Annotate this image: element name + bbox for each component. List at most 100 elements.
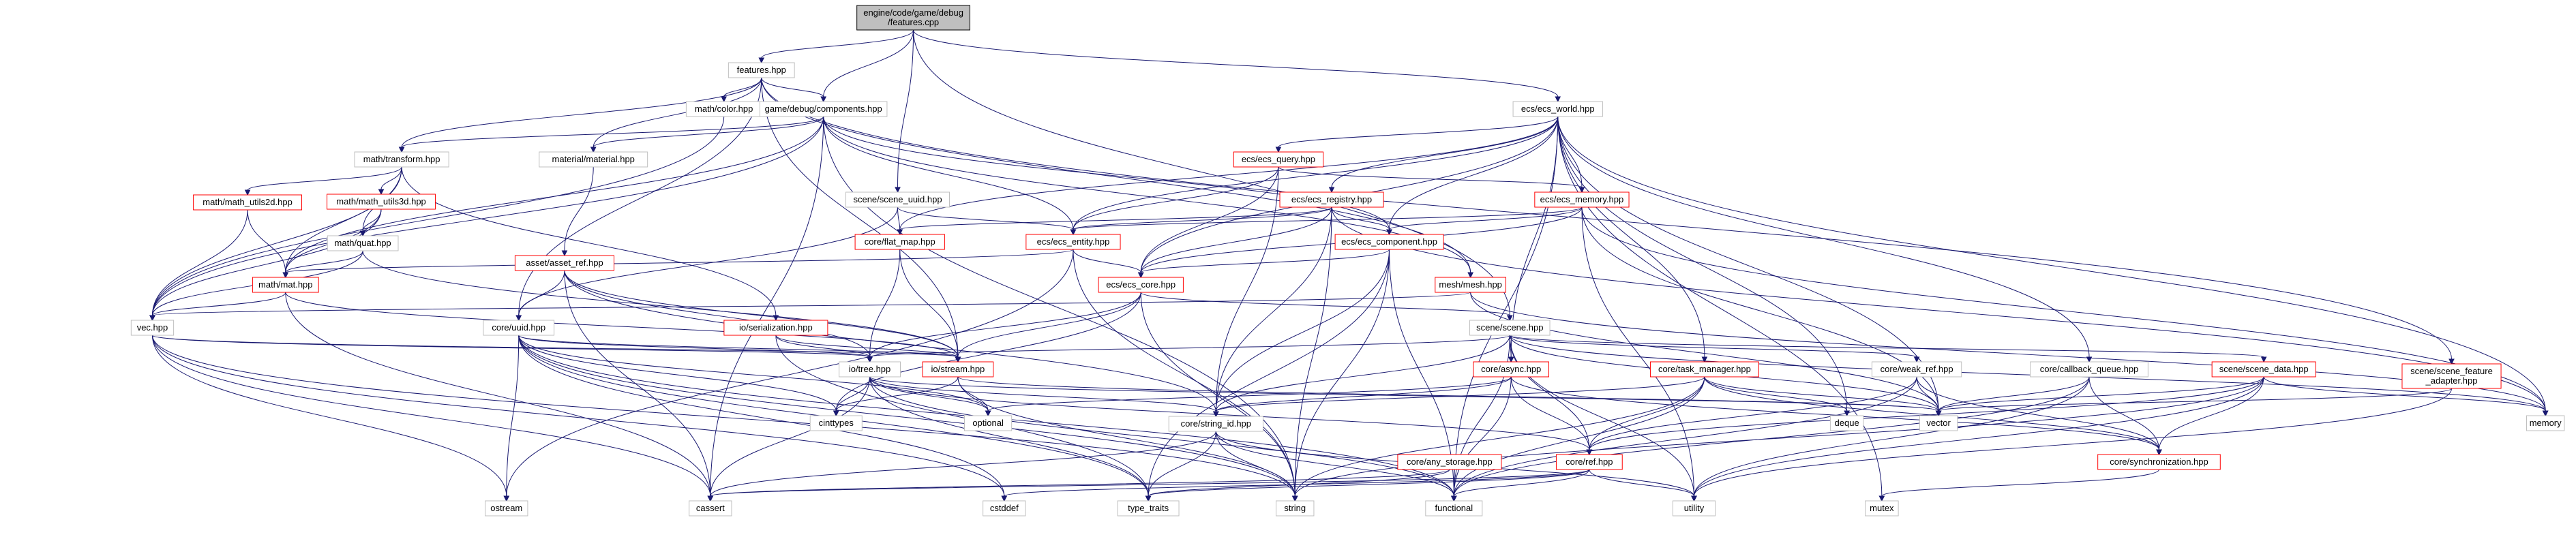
edge-ecs-query-to-string-id	[1215, 166, 1279, 412]
node-optional[interactable]: optional	[963, 415, 1013, 431]
edge-math-mat-to-vec	[151, 292, 286, 316]
node-task-manager[interactable]: core/task_manager.hpp	[1649, 361, 1759, 378]
node-material[interactable]: material/material.hpp	[539, 151, 648, 168]
edge-arrowhead	[1578, 187, 1585, 194]
node-scene-feature-adapter[interactable]: scene/scene_feature_adapter.hpp	[2401, 363, 2502, 389]
node-ecs-memory[interactable]: ecs/ecs_memory.hpp	[1534, 191, 1630, 208]
node-math-mat[interactable]: math/mat.hpp	[252, 277, 319, 293]
node-ostream[interactable]: ostream	[485, 500, 528, 517]
edge-ecs-core-to-io-iostream	[957, 292, 1141, 358]
node-core-uuid[interactable]: core/uuid.hpp	[483, 320, 555, 336]
node-game-debug-components[interactable]: game/debug/components.hpp	[759, 101, 888, 117]
node-mesh[interactable]: mesh/mesh.hpp	[1435, 277, 1507, 293]
edge-string-id-to-functional	[1215, 431, 1454, 497]
edge-io-tree-to-core-ref	[869, 376, 1590, 450]
edge-math-quat-to-io-iostream	[362, 250, 959, 358]
node-vec[interactable]: vec.hpp	[130, 320, 175, 336]
edge-core-ref-to-type-traits	[1148, 469, 1590, 497]
node-vector[interactable]: vector	[1919, 415, 1958, 431]
node-cinttypes[interactable]: cinttypes	[809, 415, 863, 431]
node-memory[interactable]: memory	[2526, 415, 2565, 431]
node-label: game/debug/components.hpp	[765, 104, 882, 114]
node-label: math/transform.hpp	[363, 154, 440, 164]
edge-string-id-to-type-traits	[1148, 431, 1216, 497]
node-label: functional	[1435, 503, 1473, 513]
node-root[interactable]: engine/code/game/debug/features.cpp	[856, 5, 970, 31]
node-ecs-query[interactable]: ecs/ecs_query.hpp	[1233, 151, 1324, 168]
node-asset-ref[interactable]: asset/asset_ref.hpp	[514, 255, 615, 271]
edge-arrowhead	[503, 495, 510, 502]
node-math-color[interactable]: math/color.hpp	[685, 101, 762, 117]
edge-core-uuid-to-ostream	[506, 335, 520, 497]
node-box	[1435, 277, 1507, 293]
node-any-storage[interactable]: core/any_storage.hpp	[1397, 454, 1502, 470]
node-core-async[interactable]: core/async.hpp	[1473, 361, 1550, 378]
node-callback-queue[interactable]: core/callback_queue.hpp	[2030, 361, 2148, 378]
node-cassert[interactable]: cassert	[689, 500, 732, 517]
node-scene-hpp[interactable]: scene/scene.hpp	[1469, 320, 1551, 336]
node-box	[1117, 500, 1180, 517]
node-weak-ref[interactable]: core/weak_ref.hpp	[1871, 361, 1962, 378]
node-io-serialization[interactable]: io/serialization.hpp	[723, 320, 828, 336]
edge-task-manager-to-core-ref	[1589, 376, 1705, 450]
edge-core-uuid-to-string	[518, 335, 1296, 497]
node-string[interactable]: string	[1276, 500, 1315, 517]
node-math-quat[interactable]: math/quat.hpp	[327, 235, 399, 251]
node-box	[1871, 361, 1962, 378]
node-label: mutex	[1870, 503, 1894, 513]
node-deque[interactable]: deque	[1829, 415, 1864, 431]
node-box	[327, 194, 436, 210]
node-io-tree[interactable]: io/tree.hpp	[839, 361, 901, 378]
node-mutex[interactable]: mutex	[1865, 500, 1899, 517]
edge-weak-ref-to-core-ref	[1589, 376, 1917, 450]
edge-callback-queue-to-functional	[1453, 376, 2090, 497]
node-functional[interactable]: functional	[1425, 500, 1483, 517]
node-ecs-component[interactable]: ecs/ecs_component.hpp	[1334, 234, 1444, 250]
node-ecs-core[interactable]: ecs/ecs_core.hpp	[1098, 277, 1184, 293]
node-label: scene/scene_uuid.hpp	[853, 194, 942, 204]
node-type-traits[interactable]: type_traits	[1117, 500, 1180, 517]
node-core-ref[interactable]: core/ref.hpp	[1555, 454, 1623, 470]
edge-material-to-asset-ref	[564, 166, 594, 251]
edge-scene-hpp-to-core-ref	[1509, 335, 1590, 450]
node-features-hpp[interactable]: features.hpp	[728, 62, 795, 78]
node-string-id[interactable]: core/string_id.hpp	[1168, 416, 1263, 432]
node-label: _adapter.hpp	[2425, 375, 2478, 386]
node-box	[839, 361, 901, 378]
edge-arrowhead	[1291, 495, 1298, 502]
edge-io-serialization-to-type-traits	[775, 335, 1149, 497]
edge-core-uuid-to-io-iostream	[518, 335, 959, 358]
node-ecs-world[interactable]: ecs/ecs_world.hpp	[1512, 101, 1603, 117]
node-math-utils2d[interactable]: math/math_utils2d.hpp	[193, 194, 303, 211]
node-box	[483, 320, 555, 336]
edge-arrowhead	[2156, 449, 2162, 456]
node-ecs-entity[interactable]: ecs/ecs_entity.hpp	[1025, 234, 1121, 250]
edge-ecs-memory-to-utility	[1581, 206, 1695, 497]
node-box	[1865, 500, 1899, 517]
node-box	[809, 415, 863, 431]
node-scene-uuid[interactable]: scene/scene_uuid.hpp	[845, 191, 950, 208]
node-io-iostream[interactable]: io/stream.hpp	[922, 361, 994, 378]
edge-asset-ref-to-cassert	[564, 270, 711, 497]
node-label: deque	[1835, 418, 1859, 428]
edge-ecs-component-to-ecs-core	[1140, 249, 1390, 273]
edge-scene-uuid-to-core-uuid	[518, 206, 899, 316]
node-box	[1829, 415, 1864, 431]
edge-ecs-registry-to-string	[1294, 206, 1332, 497]
node-label: scene/scene_feature	[2410, 366, 2493, 376]
edge-vec-to-io-tree	[151, 335, 871, 358]
node-box	[514, 255, 615, 271]
node-ecs-registry[interactable]: ecs/ecs_registry.hpp	[1279, 191, 1384, 208]
node-math-utils3d[interactable]: math/math_utils3d.hpp	[327, 194, 436, 210]
edge-weak-ref-to-synchronization	[1916, 376, 2159, 450]
node-scene-data[interactable]: scene/scene_data.hpp	[2211, 361, 2316, 378]
node-label: ecs/ecs_core.hpp	[1106, 279, 1175, 290]
node-label: math/quat.hpp	[335, 238, 391, 248]
node-flat-map[interactable]: core/flat_map.hpp	[854, 234, 945, 250]
node-cstddef[interactable]: cstddef	[983, 500, 1026, 517]
node-box	[723, 320, 828, 336]
node-utility[interactable]: utility	[1672, 500, 1716, 517]
node-math-transform[interactable]: math/transform.hpp	[354, 151, 449, 168]
edge-core-async-to-functional	[1453, 376, 1512, 497]
node-synchronization[interactable]: core/synchronization.hpp	[2097, 454, 2221, 470]
